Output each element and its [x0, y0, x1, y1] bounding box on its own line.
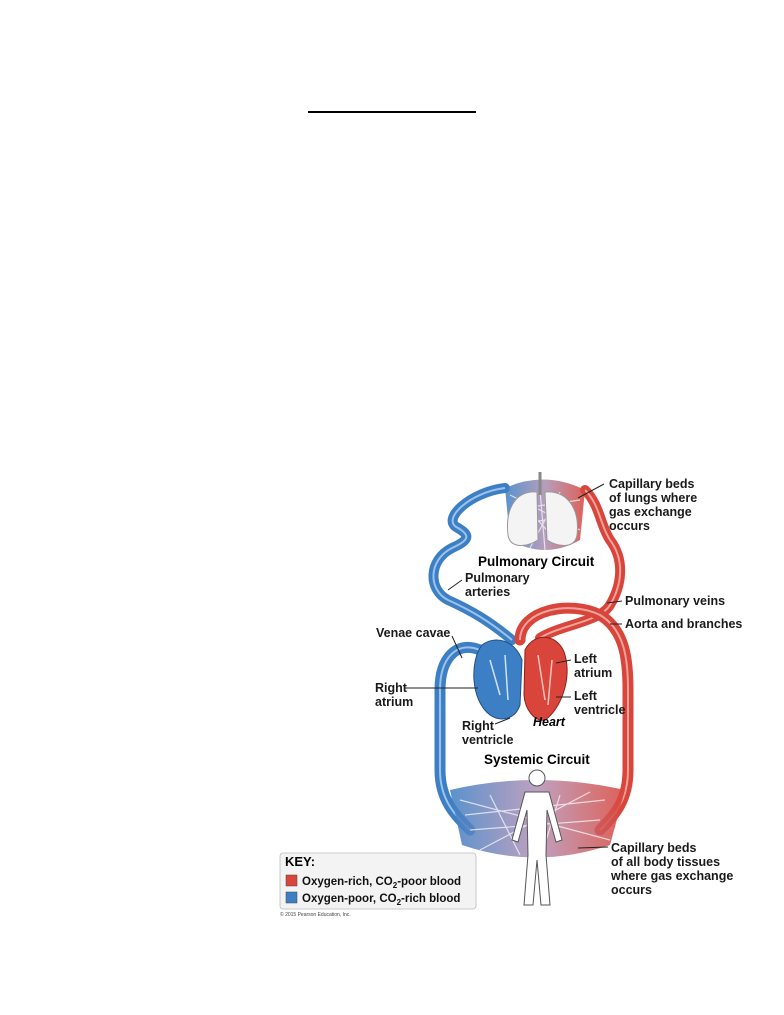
label-right-ventricle: Right ventricle: [462, 719, 513, 747]
label-pulmonary-arteries: Pulmonary arteries: [465, 571, 533, 599]
label-pulmonary-veins: Pulmonary veins: [625, 594, 725, 608]
leader-pulmonary-veins: [606, 600, 623, 604]
legend-swatch-oxygen-poor: [285, 891, 298, 904]
legend-swatch-oxygen-rich: [285, 874, 298, 887]
legend-key: KEY: Oxygen-rich, CO2-poor blood Oxygen-…: [279, 852, 477, 910]
legend-oxygen-poor: Oxygen-poor, CO2-rich blood: [302, 893, 460, 907]
leader-left-atrium: [555, 659, 572, 664]
legend-oxygen-rich: Oxygen-rich, CO2-poor blood: [302, 876, 461, 890]
label-left-ventricle: Left ventricle: [574, 689, 625, 717]
label-right-atrium: Right atrium: [375, 681, 413, 709]
lungs-illustration: [506, 472, 578, 546]
legend-title: KEY:: [285, 854, 315, 869]
label-pulmonary-circuit: Pulmonary Circuit: [478, 554, 595, 569]
human-body-illustration: [511, 769, 563, 906]
label-heart: Heart: [533, 715, 566, 729]
label-aorta: Aorta and branches: [625, 617, 742, 631]
leader-venae-cavae: [451, 635, 463, 659]
leader-capillary-lungs: [577, 483, 605, 499]
leader-right-ventricle: [494, 717, 511, 725]
heart-illustration: [473, 636, 568, 721]
label-venae-cavae: Venae cavae: [376, 626, 450, 640]
title-underline: [308, 111, 476, 113]
label-capillary-lungs: Capillary beds of lungs where gas exchan…: [609, 477, 701, 533]
label-left-atrium: Left atrium: [574, 652, 612, 680]
right-heart: [473, 639, 523, 720]
label-systemic-circuit: Systemic Circuit: [484, 752, 590, 767]
leader-capillary-body: [577, 846, 609, 849]
leader-pulmonary-arteries: [447, 579, 463, 591]
copyright-notice: © 2015 Pearson Education, Inc.: [280, 911, 351, 918]
label-capillary-body: Capillary beds of all body tissues where…: [610, 841, 737, 897]
left-heart: [523, 636, 568, 721]
